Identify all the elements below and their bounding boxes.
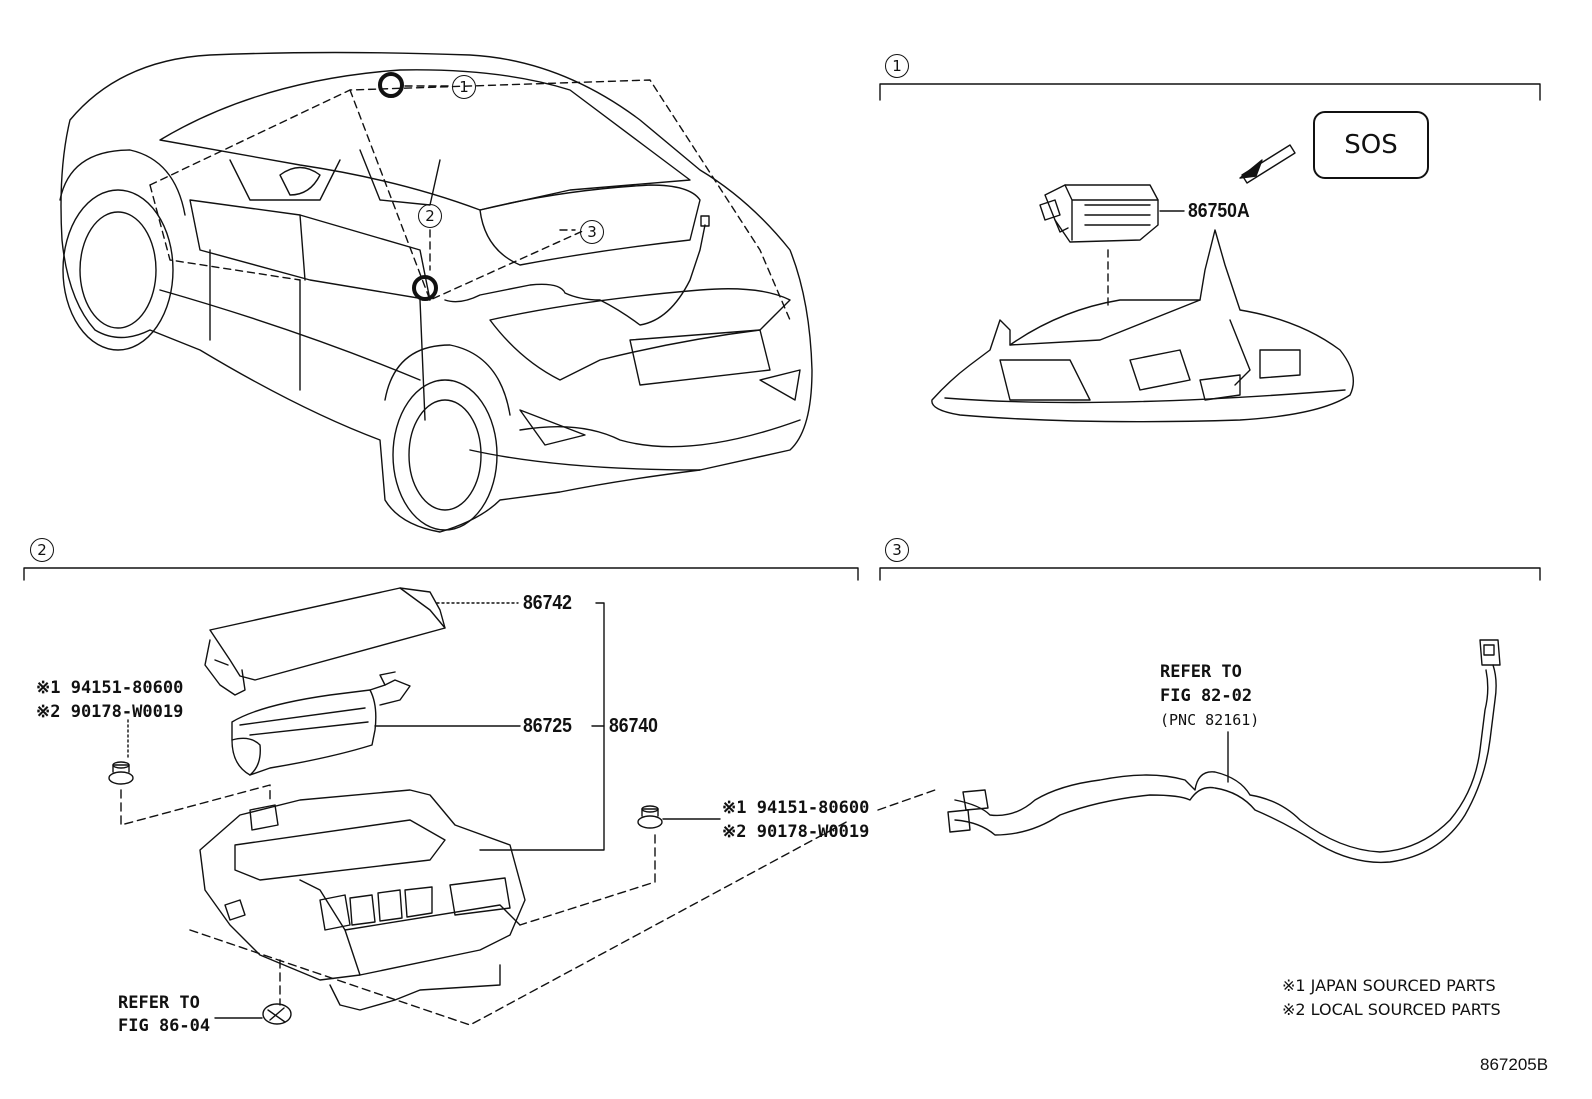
part-number-86750A: 86750A <box>1188 200 1250 222</box>
section-2-frame <box>23 567 859 581</box>
refer-harness-line2: FIG 82-02 <box>1160 686 1253 706</box>
fastener-right-line2: ※2 90178-W0019 <box>722 822 870 842</box>
overhead-module-drawing <box>931 144 1354 423</box>
fastener-left-line2: ※2 90178-W0019 <box>36 702 184 722</box>
section-3-frame <box>879 567 1541 581</box>
cover-86742-drawing <box>204 587 446 696</box>
unit-86725-drawing <box>231 671 411 776</box>
harness-drawing <box>947 639 1501 864</box>
fastener-right-line1: ※1 94151-80600 <box>722 798 870 818</box>
section-1-frame <box>879 83 1541 101</box>
bracket-86740 <box>479 602 605 851</box>
section-3-marker: 3 <box>885 538 909 562</box>
refer-bottom-line2: FIG 86-04 <box>118 1016 211 1036</box>
sos-button-label: SOS <box>1313 111 1429 179</box>
car-callout-2: 2 <box>418 204 442 228</box>
part-number-86740: 86740 <box>609 715 658 737</box>
car-illustration <box>59 51 813 533</box>
fastener-right-drawing <box>637 805 663 829</box>
refer-bottom-line1: REFER TO <box>118 993 200 1013</box>
fastener-left-drawing <box>108 761 134 785</box>
car-location-1-marker <box>378 72 404 98</box>
part-number-86725: 86725 <box>523 715 572 737</box>
figure-code: 867205B <box>1480 1055 1549 1074</box>
section-2-marker: 2 <box>30 538 54 562</box>
car-location-2-marker <box>412 275 438 301</box>
refer-harness-line3: (PNC 82161) <box>1160 711 1260 729</box>
part-number-86742: 86742 <box>523 592 572 614</box>
car-dashed-refs <box>149 79 791 321</box>
car-callout-1: 1 <box>452 75 476 99</box>
housing-drawing <box>199 789 526 1011</box>
note-local-sourced: ※2 LOCAL SOURCED PARTS <box>1282 1000 1501 1019</box>
refer-harness-line1: REFER TO <box>1160 662 1242 682</box>
note-japan-sourced: ※1 JAPAN SOURCED PARTS <box>1282 976 1496 995</box>
car-callout-3: 3 <box>580 220 604 244</box>
fastener-left-line1: ※1 94151-80600 <box>36 678 184 698</box>
clip-bottom-drawing <box>262 1003 292 1025</box>
section-1-marker: 1 <box>885 54 909 78</box>
